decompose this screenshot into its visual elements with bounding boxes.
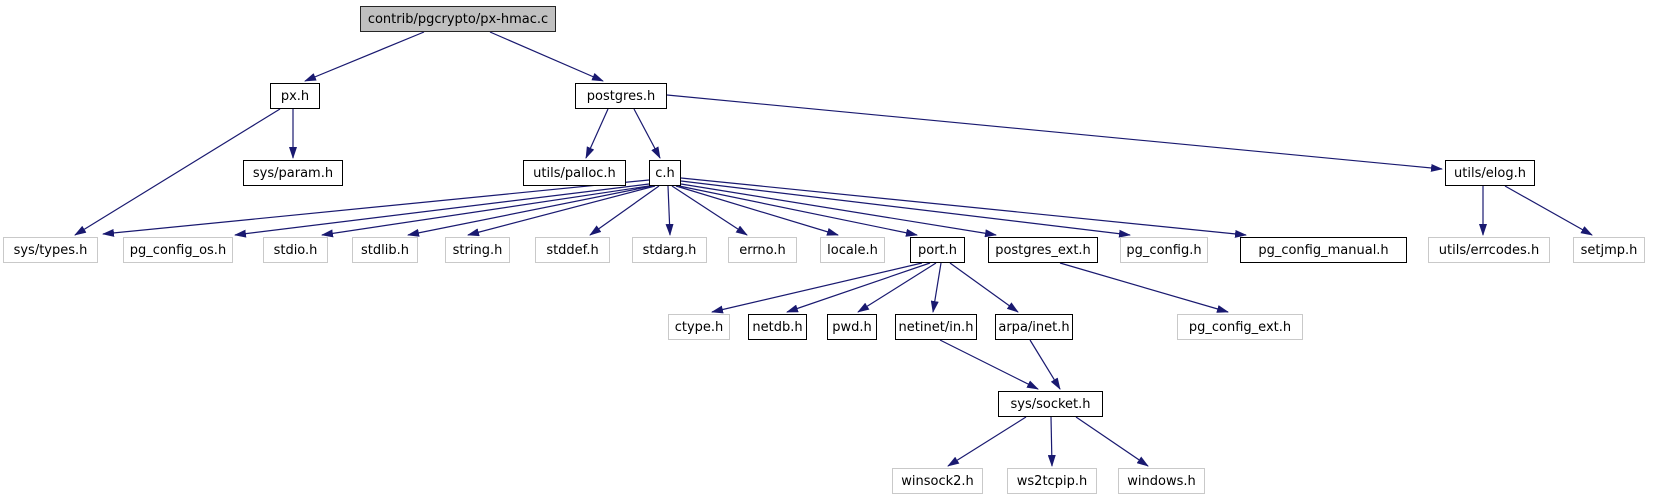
node-stdarg-h: stdarg.h (632, 237, 707, 263)
edge-c-h-to-locale-h (675, 185, 839, 236)
edge-port-h-to-ctype-h (711, 262, 923, 314)
node-sys-socket-h[interactable]: sys/socket.h (998, 391, 1103, 417)
edge-sys-socket-h-to-ws2tcpip-h (1047, 416, 1056, 467)
node-c-h[interactable]: c.h (649, 160, 681, 186)
edge-postgres-ext-h-to-pg-config-ext-h (1059, 262, 1229, 313)
node-pg-config-manual-h[interactable]: pg_config_manual.h (1240, 237, 1407, 263)
edge-sys-socket-h-to-winsock2-h (947, 416, 1027, 467)
node-stddef-h: stddef.h (535, 237, 610, 263)
node-ctype-h: ctype.h (668, 314, 730, 340)
edge-c-h-to-stdarg-h (665, 185, 674, 236)
edge-px-hmac-c-to-postgres-h (489, 31, 604, 82)
node-stdio-h: stdio.h (263, 237, 328, 263)
edge-netinet-in-h-to-sys-socket-h (939, 339, 1039, 390)
node-sys-types-h: sys/types.h (3, 237, 98, 263)
node-windows-h: windows.h (1118, 468, 1205, 494)
edge-c-h-to-stddef-h (589, 185, 660, 236)
node-errno-h: errno.h (728, 237, 797, 263)
edge-arpa-inet-h-to-sys-socket-h (1029, 339, 1061, 390)
edge-port-h-to-arpa-inet-h (949, 262, 1019, 313)
edge-c-h-to-string-h (467, 185, 656, 237)
edge-port-h-to-netinet-in-h (930, 262, 942, 313)
edge-postgres-h-to-utils-palloc-h (585, 108, 609, 159)
edge-sys-socket-h-to-windows-h (1075, 416, 1149, 467)
node-arpa-inet-h[interactable]: arpa/inet.h (995, 314, 1073, 340)
edge-c-h-to-pg-config-h (680, 180, 1131, 238)
edge-c-h-to-stdio-h (321, 185, 650, 238)
node-pwd-h[interactable]: pwd.h (827, 314, 877, 340)
node-utils-palloc-h[interactable]: utils/palloc.h (523, 160, 626, 186)
edge-port-h-to-netdb-h (786, 262, 931, 313)
edge-c-h-to-errno-h (671, 185, 748, 236)
node-postgres-h[interactable]: postgres.h (575, 83, 667, 109)
node-pg-config-os-h: pg_config_os.h (123, 237, 233, 263)
node-ws2tcpip-h: ws2tcpip.h (1007, 468, 1097, 494)
node-px-hmac-c: contrib/pgcrypto/px-hmac.c (360, 6, 556, 32)
node-utils-elog-h[interactable]: utils/elog.h (1445, 160, 1535, 186)
edge-utils-elog-h-to-setjmp-h (1504, 185, 1593, 236)
edge-postgres-h-to-utils-elog-h (666, 94, 1443, 172)
node-string-h: string.h (445, 237, 510, 263)
edge-c-h-to-port-h (678, 185, 918, 237)
edge-port-h-to-pwd-h (857, 262, 937, 313)
node-netinet-in-h[interactable]: netinet/in.h (895, 314, 977, 340)
node-pg-config-h: pg_config.h (1120, 237, 1208, 263)
node-stdlib-h: stdlib.h (352, 237, 418, 263)
node-px-h[interactable]: px.h (270, 83, 320, 109)
edge-c-h-to-postgres-ext-h (680, 183, 997, 238)
edge-c-h-to-sys-types-h (102, 179, 650, 237)
node-locale-h: locale.h (820, 237, 885, 263)
node-port-h[interactable]: port.h (910, 237, 965, 263)
node-pg-config-ext-h: pg_config_ext.h (1177, 314, 1303, 340)
node-sys-param-h[interactable]: sys/param.h (243, 160, 343, 186)
node-utils-errcodes-h: utils/errcodes.h (1428, 237, 1550, 263)
edge-c-h-to-pg-config-manual-h (680, 177, 1247, 238)
edge-px-hmac-c-to-px-h (304, 31, 425, 82)
edge-postgres-h-to-c-h (633, 108, 661, 159)
node-postgres-ext-h[interactable]: postgres_ext.h (988, 237, 1098, 263)
node-setjmp-h: setjmp.h (1573, 237, 1645, 263)
edge-c-h-to-pg-config-os-h (234, 183, 650, 238)
edge-c-h-to-stdlib-h (407, 185, 653, 237)
node-winsock2-h: winsock2.h (892, 468, 983, 494)
node-netdb-h[interactable]: netdb.h (748, 314, 807, 340)
